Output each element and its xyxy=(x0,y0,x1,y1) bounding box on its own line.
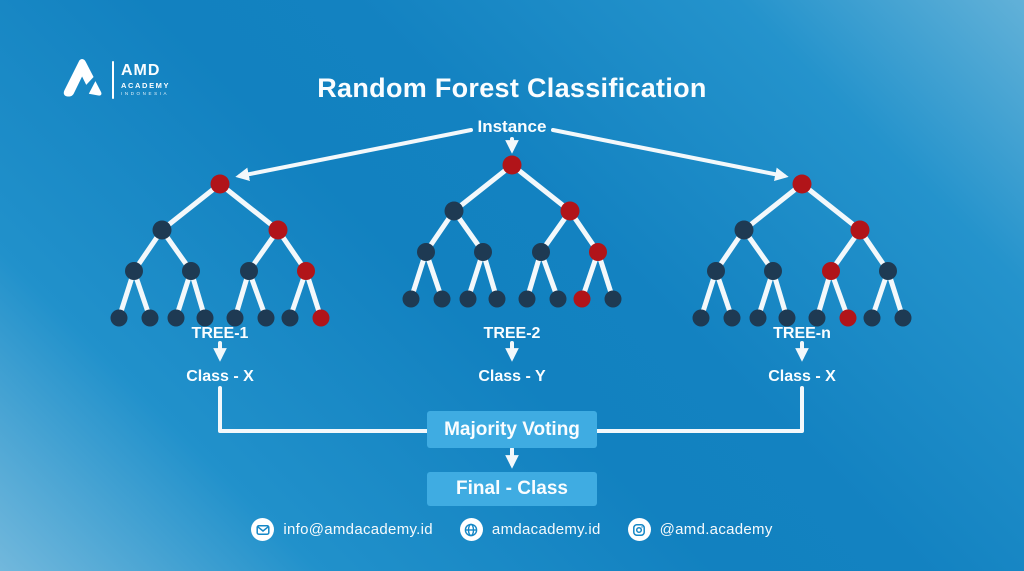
logo-subtitle: ACADEMY xyxy=(121,80,171,90)
footer-instagram-text: @amd.academy xyxy=(659,521,773,538)
tree-edge xyxy=(741,181,805,233)
tree-node xyxy=(281,309,299,327)
tree-edge xyxy=(159,181,223,233)
majority-voting-label: Majority Voting xyxy=(444,418,580,440)
tree-node xyxy=(502,155,522,175)
tree-node xyxy=(560,201,580,221)
tree-node xyxy=(167,309,185,327)
tree-node xyxy=(459,290,477,308)
logo-country: INDONESIA xyxy=(121,91,170,96)
tree-node xyxy=(839,309,857,327)
tree-node xyxy=(573,290,591,308)
tree-node xyxy=(110,309,128,327)
final-class-label: Final - Class xyxy=(456,478,568,499)
tree-node xyxy=(182,262,200,280)
tree-node xyxy=(312,309,330,327)
tree-node xyxy=(808,309,826,327)
globe-icon xyxy=(459,518,483,541)
tree-node xyxy=(417,243,435,261)
class-label: Class - X xyxy=(186,368,254,385)
tree-node xyxy=(226,309,244,327)
instance-label: Instance xyxy=(477,117,547,136)
tree-node xyxy=(792,174,812,194)
tree-node xyxy=(210,174,230,194)
tree-label: TREE-2 xyxy=(483,325,541,342)
tree-edge xyxy=(217,181,281,233)
tree-label: TREE-1 xyxy=(191,325,249,342)
class-label: Class - X xyxy=(768,368,836,385)
tree-edge xyxy=(509,162,573,214)
tree-edge xyxy=(451,162,515,214)
tree-node xyxy=(879,262,897,280)
tree-node xyxy=(474,243,492,261)
tree-node xyxy=(778,309,796,327)
tree-node xyxy=(707,262,725,280)
tree-node xyxy=(764,262,782,280)
instance-to-treen-arrow xyxy=(551,128,789,181)
footer-website-item: amdacademy.id xyxy=(459,518,601,541)
logo-divider xyxy=(112,60,114,99)
tree-node xyxy=(152,220,172,240)
tree-node xyxy=(444,201,464,221)
tree-node xyxy=(734,220,754,240)
email-icon xyxy=(251,518,275,541)
footer-email-text: info@amdacademy.id xyxy=(283,521,433,538)
tree-node xyxy=(549,290,567,308)
tree-node xyxy=(257,309,275,327)
amd-academy-logo: AMD ACADEMY INDONESIA xyxy=(60,54,170,105)
tree-node xyxy=(433,290,451,308)
tree-node xyxy=(141,309,159,327)
tree-node xyxy=(894,309,912,327)
tree-node xyxy=(518,290,536,308)
tree-node xyxy=(589,243,607,261)
footer-email-item: info@amdacademy.id xyxy=(251,518,433,541)
tree-node xyxy=(749,309,767,327)
footer-website-text: amdacademy.id xyxy=(491,521,601,538)
class-label: Class - Y xyxy=(478,368,546,385)
tree-node xyxy=(822,262,840,280)
instance-to-tree1-arrow xyxy=(235,128,473,181)
amd-logo-icon xyxy=(60,54,106,105)
tree-edge xyxy=(799,181,863,233)
tree-node xyxy=(604,290,622,308)
tree-node xyxy=(692,309,710,327)
tree-node xyxy=(268,220,288,240)
tree-node xyxy=(125,262,143,280)
footer-contact-bar: info@amdacademy.id amdacademy.id @amd. xyxy=(0,518,1024,541)
majority-voting-box: Majority Voting xyxy=(427,411,597,448)
tree-node xyxy=(532,243,550,261)
tree-node xyxy=(196,309,214,327)
footer-instagram-item: @amd.academy xyxy=(627,518,773,541)
class-to-voting-connector xyxy=(218,386,429,433)
tree-node xyxy=(850,220,870,240)
tree-node xyxy=(723,309,741,327)
tree-node xyxy=(402,290,420,308)
tree-node xyxy=(297,262,315,280)
tree-node xyxy=(863,309,881,327)
tree-label: TREE-n xyxy=(773,325,831,342)
tree-node xyxy=(240,262,258,280)
instagram-icon xyxy=(627,518,651,541)
tree-node xyxy=(488,290,506,308)
final-class-box: Final - Class xyxy=(427,472,597,506)
class-to-voting-connector xyxy=(595,386,804,433)
logo-name: AMD xyxy=(121,61,161,79)
page-title: Random Forest Classification xyxy=(317,73,707,103)
